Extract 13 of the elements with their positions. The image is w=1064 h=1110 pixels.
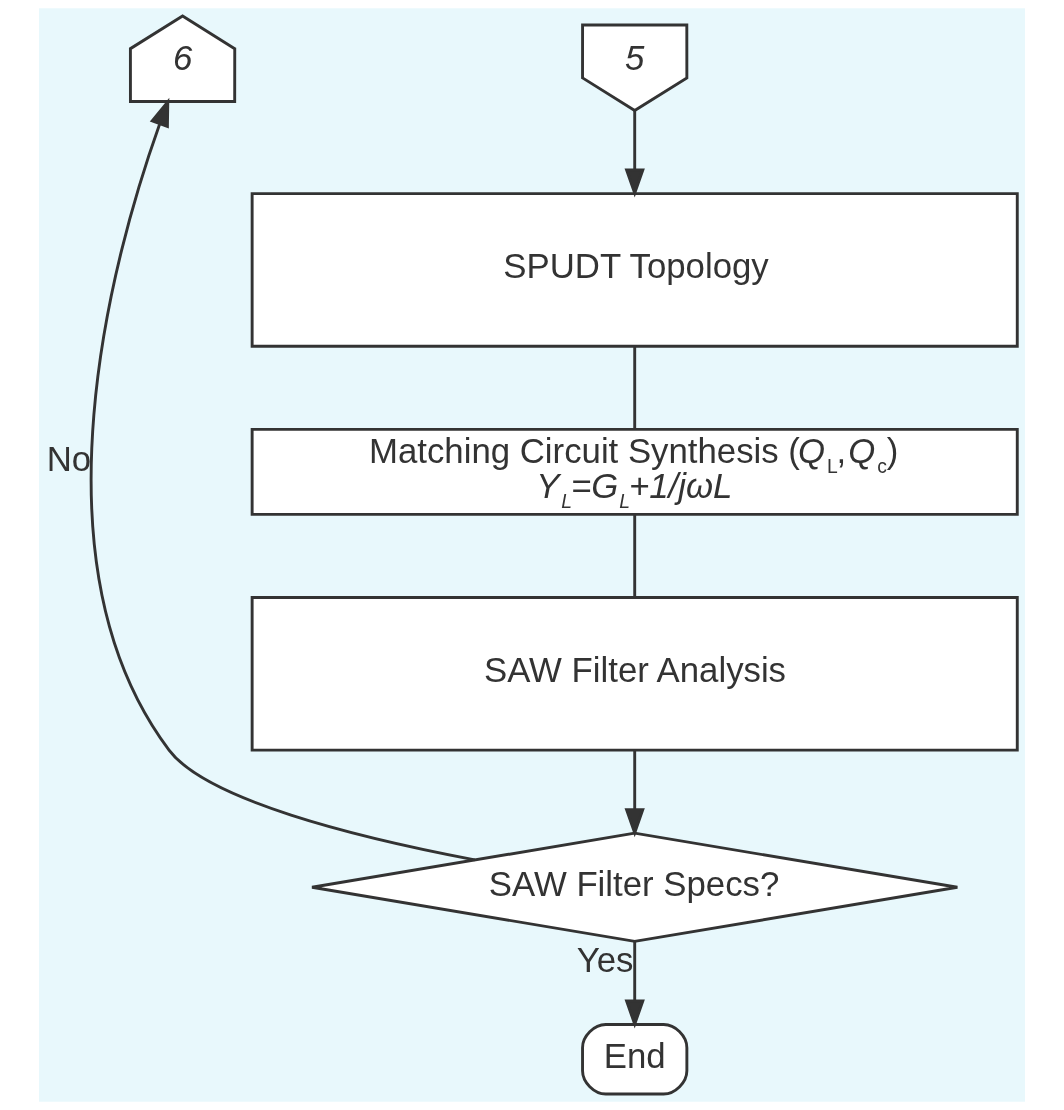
node-box: SPUDT Topology xyxy=(250,192,1019,348)
connector xyxy=(633,514,637,598)
node-diamond: SAW Filter Specs? xyxy=(310,831,959,943)
connector xyxy=(633,346,637,429)
arrow xyxy=(624,110,645,198)
arrow xyxy=(89,97,476,862)
edge-label: Yes xyxy=(576,941,634,980)
arrow xyxy=(624,941,645,1029)
edge-label: No xyxy=(46,440,92,479)
node-box: End xyxy=(581,1023,689,1096)
arrow xyxy=(624,750,645,838)
node-box: Matching Circuit Synthesis (Q$_{L}$,Q$_{c}$) Y$_{L}$=G$_{L}$+1/jωL xyxy=(250,427,1019,516)
node-box: SAW Filter Analysis xyxy=(250,596,1019,752)
